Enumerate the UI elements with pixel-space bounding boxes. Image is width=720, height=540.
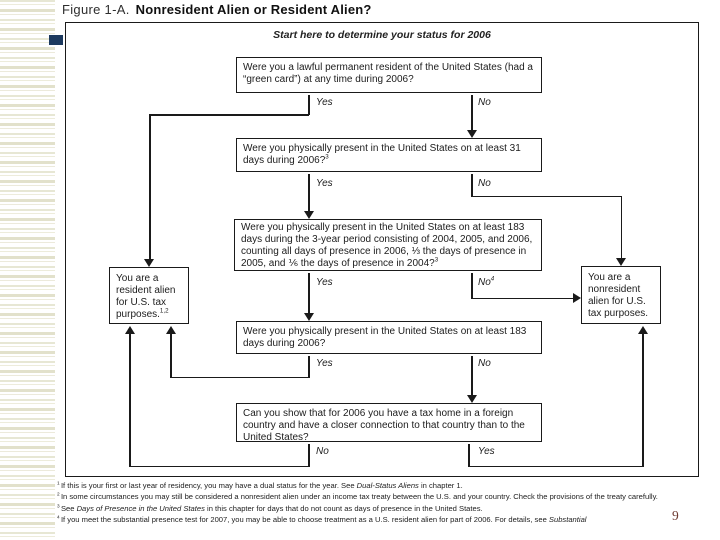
figure-label: Figure 1-A.	[62, 2, 130, 17]
connector-line	[149, 114, 309, 116]
result-box-resident-alien: You are a resident alien for U.S. tax pu…	[109, 267, 189, 324]
footnote-2: 2 In some circumstances you may still be…	[57, 491, 658, 502]
connector-line	[170, 334, 172, 378]
connector-line	[471, 297, 573, 299]
arrowhead-down-icon	[467, 395, 477, 403]
accent-square-bullet	[49, 35, 63, 45]
connector-line	[170, 376, 310, 378]
question-box-183-days-3-year: Were you physically present in the Unite…	[234, 219, 542, 271]
arrowhead-up-icon	[125, 326, 135, 334]
branch-label-no: No	[478, 97, 491, 108]
branch-label-yes: Yes	[478, 446, 495, 457]
connector-line	[308, 174, 310, 212]
footnote-3: 3 See Days of Presence in the United Sta…	[57, 503, 483, 513]
sidebar-stripes-decoration	[0, 0, 55, 540]
branch-label-yes: Yes	[316, 97, 333, 108]
connector-line	[468, 465, 644, 467]
connector-line	[471, 174, 473, 197]
arrowhead-down-icon	[304, 211, 314, 219]
connector-line	[471, 95, 473, 131]
branch-label-yes: Yes	[316, 277, 333, 288]
arrowhead-down-icon	[467, 130, 477, 138]
connector-line	[642, 334, 644, 467]
branch-label-no: No	[478, 358, 491, 369]
question-box-183-days-2006: Were you physically present in the Unite…	[236, 321, 542, 354]
footnote-1: 1 If this is your first or last year of …	[57, 480, 463, 490]
branch-label-no: No4	[478, 275, 495, 288]
connector-line	[620, 195, 622, 259]
branch-label-yes: Yes	[316, 358, 333, 369]
figure-heading: Figure 1-A. Nonresident Alien or Resident…	[62, 2, 372, 17]
footnotes-block: 1 If this is your first or last year of …	[57, 481, 712, 526]
page-number: 9	[672, 508, 679, 523]
question-box-green-card: Were you a lawful permanent resident of …	[236, 57, 542, 93]
branch-label-no: No	[316, 446, 329, 457]
flowchart-frame: Start here to determine your status for …	[65, 22, 699, 477]
branch-label-no: No	[478, 178, 491, 189]
arrowhead-up-icon	[638, 326, 648, 334]
connector-line	[308, 444, 310, 467]
figure-title: Nonresident Alien or Resident Alien?	[135, 2, 372, 17]
connector-line	[129, 334, 131, 467]
question-box-tax-home: Can you show that for 2006 you have a ta…	[236, 403, 542, 443]
connector-line	[308, 356, 310, 378]
connector-line	[468, 444, 470, 467]
connector-line	[149, 114, 151, 260]
question-box-31-days: Were you physically present in the Unite…	[236, 138, 542, 172]
arrowhead-down-icon	[144, 259, 154, 267]
connector-line	[471, 273, 473, 299]
branch-label-yes: Yes	[316, 178, 333, 189]
start-instruction: Start here to determine your status for …	[273, 29, 491, 41]
arrowhead-down-icon	[616, 258, 626, 266]
arrowhead-right-icon	[573, 293, 581, 303]
connector-line	[308, 95, 310, 115]
connector-line	[129, 465, 310, 467]
arrowhead-up-icon	[166, 326, 176, 334]
connector-line	[471, 356, 473, 396]
connector-line	[471, 195, 622, 197]
result-box-nonresident-alien: You are a nonresident alien for U.S. tax…	[581, 266, 661, 324]
footnote-4: 4 If you meet the substantial presence t…	[57, 514, 587, 524]
arrowhead-down-icon	[304, 313, 314, 321]
connector-line	[308, 273, 310, 314]
